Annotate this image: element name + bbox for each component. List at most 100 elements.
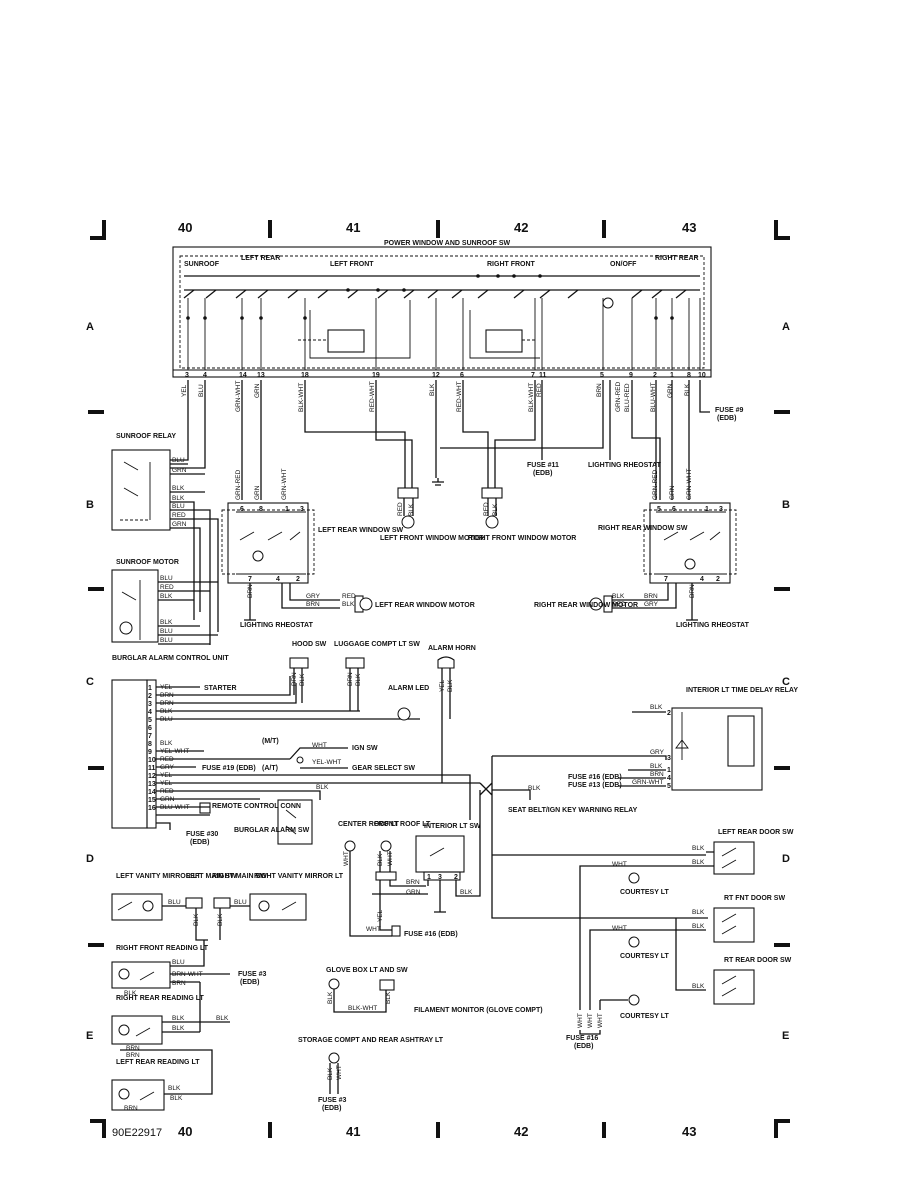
ba-pin-7: 7 bbox=[148, 733, 152, 740]
ba-pin-6: 6 bbox=[148, 725, 152, 732]
idr-pin-1: 1 bbox=[667, 767, 671, 774]
ba-pin-15: 15 bbox=[148, 797, 156, 804]
lr-rheostat: LIGHTING RHEOSTAT bbox=[240, 622, 314, 629]
ba-pin-1: 1 bbox=[148, 685, 152, 692]
lfm-title: LEFT FRONT WINDOW MOTOR bbox=[380, 535, 484, 542]
lrws-pin-4: 4 bbox=[276, 576, 280, 583]
rl-w6: BLK bbox=[172, 1025, 185, 1032]
st-title: STORAGE COMPT AND REAR ASHTRAY LT bbox=[298, 1037, 444, 1044]
lr-wire-brn2: BRN bbox=[306, 601, 320, 608]
pw-wire-grn-red: GRN-RED bbox=[615, 381, 622, 412]
f16-w2: WHT bbox=[587, 1013, 594, 1028]
sunroof-motor: SUNROOF MOTOR BLU RED BLK BLK BLU BLU bbox=[111, 559, 218, 645]
pw-pin-11: 11 bbox=[539, 372, 547, 379]
sunroof-relay-title: SUNROOF RELAY bbox=[116, 433, 176, 440]
lrws-wire-grn: GRN bbox=[254, 485, 261, 500]
left-rear-door-sw: LEFT REAR DOOR SW BLK BLK WHT COURTESY L… bbox=[579, 829, 794, 1010]
rl-w5: BLK bbox=[172, 1015, 185, 1022]
rr-wire-brn: BRN bbox=[644, 593, 658, 600]
row-c-right: C bbox=[782, 676, 790, 688]
rrws-pin-6: 6 bbox=[672, 506, 676, 513]
lr-wire-red: RED bbox=[342, 593, 356, 600]
pw-wire-blk-r: BLK bbox=[684, 383, 691, 396]
f16-edb: (EDB) bbox=[574, 1043, 593, 1050]
sr-relay-w6: RED bbox=[172, 512, 186, 519]
interior-lt-sw: INTERIOR LT SW 1 3 2 BRN GRN BLK YEL WHT bbox=[366, 790, 481, 933]
idr-w-brn: BRN bbox=[650, 771, 664, 778]
rfm-title: RIGHT FRONT WINDOW MOTOR bbox=[468, 535, 576, 542]
burglar-alarm-unit: BURGLAR ALARM CONTROL UNIT bbox=[111, 655, 229, 829]
lr-wire-blk: BLK bbox=[342, 601, 355, 608]
section-on-off: ON/OFF bbox=[610, 261, 637, 268]
fuse11-label: FUSE #11 bbox=[527, 462, 559, 469]
ilts-w-wht: WHT bbox=[366, 926, 381, 933]
rrd-lamp: COURTESY LT bbox=[620, 1013, 669, 1020]
ba-pin-16: 16 bbox=[148, 805, 156, 812]
ilts-pin-1: 1 bbox=[427, 874, 431, 881]
lr-motor-wires: BRN GRY BRN RED BLK LEFT REAR WINDOW MOT… bbox=[240, 584, 475, 629]
rt-fnt-door-sw: RT FNT DOOR SW BLK BLK WHT COURTESY LT bbox=[589, 895, 785, 1010]
sunroof-relay: SUNROOF RELAY BLU GRN BLK BLK BLU RED GR… bbox=[111, 433, 219, 645]
rr-wire-brn2: BRN bbox=[689, 584, 696, 598]
ilts-pin-2: 2 bbox=[454, 874, 458, 881]
burglar-title: BURGLAR ALARM CONTROL UNIT bbox=[112, 655, 229, 662]
rrws-wire-grn-wht: GRN-WHT bbox=[686, 469, 693, 500]
sr-relay-w1: BLU bbox=[172, 457, 185, 464]
ba-pin-14: 14 bbox=[148, 789, 156, 796]
idr-pin-3: 3 bbox=[667, 755, 671, 762]
f16-w1: WHT bbox=[577, 1013, 584, 1028]
rms-title: RIGHT MAIN SW bbox=[212, 873, 267, 880]
pw-wire-blu-red: BLU-RED bbox=[624, 383, 631, 412]
idr-w-blk: BLK bbox=[650, 704, 663, 711]
hood-w2: BLK bbox=[299, 673, 306, 686]
rl-w3: BRN bbox=[172, 980, 186, 987]
hood-title: HOOD SW bbox=[292, 641, 327, 648]
pw-pin-7: 7 bbox=[531, 372, 535, 379]
ba-pin-5: 5 bbox=[148, 717, 152, 724]
ba-gear: GEAR SELECT SW bbox=[352, 765, 415, 772]
rrws-pin-1: 1 bbox=[705, 506, 709, 513]
pw-wire-grn-wht: GRN-WHT bbox=[235, 381, 242, 412]
sbr-title: SEAT BELT/IGN KEY WARNING RELAY bbox=[508, 807, 638, 814]
front-roof-lt: FRONT ROOF LT BLK WHT FUSE #16 (EDB) bbox=[374, 821, 458, 938]
lvm-title: LEFT VANITY MIRROR LT bbox=[116, 873, 201, 880]
rr-window-motor-title: RIGHT REAR WINDOW MOTOR bbox=[534, 602, 638, 609]
idr-w-blk2: BLK bbox=[650, 763, 663, 770]
col-41-top: 41 bbox=[346, 220, 360, 235]
lr-window-motor-title: LEFT REAR WINDOW MOTOR bbox=[375, 602, 475, 609]
gb-title: GLOVE BOX LT AND SW bbox=[326, 967, 408, 974]
sr-motor-w6: BLU bbox=[160, 637, 173, 644]
lrws-wire-grn-wht: GRN-WHT bbox=[281, 469, 288, 500]
pw-wire-labels: YEL BLU GRN-WHT GRN BLK-WHT RED-WHT BLK … bbox=[181, 381, 691, 412]
hood-w1: BRN bbox=[291, 672, 298, 686]
rrws-pin-7: 7 bbox=[664, 576, 668, 583]
ba-alarm-sw: BURGLAR ALARM SW bbox=[234, 827, 310, 834]
pw-wire-blk-wht: BLK-WHT bbox=[298, 383, 305, 412]
left-front-window-motor: RED BLK LEFT FRONT WINDOW MOTOR bbox=[380, 487, 484, 542]
power-window-sw: POWER WINDOW AND SUNROOF SW SUNROOF LEFT… bbox=[172, 240, 712, 378]
pw-wire-yel: YEL bbox=[181, 384, 188, 397]
idr-w-grn-wht: GRN-WHT bbox=[632, 779, 663, 786]
ba-pin-10: 10 bbox=[148, 757, 156, 764]
ilts-w-yel: YEL bbox=[377, 909, 384, 922]
lrd-lamp: COURTESY LT bbox=[620, 889, 669, 896]
section-left-front: LEFT FRONT bbox=[330, 261, 374, 268]
storage-lt: STORAGE COMPT AND REAR ASHTRAY LT BLK WH… bbox=[298, 1037, 444, 1112]
sr-motor-w3: BLK bbox=[160, 593, 173, 600]
sr-relay-w3: BLK bbox=[172, 485, 185, 492]
idr-w-gry: GRY bbox=[650, 749, 665, 756]
sunroof-motor-title: SUNROOF MOTOR bbox=[116, 559, 179, 566]
row-e-left: E bbox=[86, 1030, 93, 1042]
rl-fuse3-edb: (EDB) bbox=[240, 979, 259, 986]
right-front-window-motor: RED BLK RIGHT FRONT WINDOW MOTOR bbox=[468, 487, 576, 542]
rr-wire-blk: BLK bbox=[612, 593, 625, 600]
rl-w10: BLK bbox=[168, 1085, 181, 1092]
rr-wire-red: RED bbox=[612, 601, 626, 608]
frl-w2: WHT bbox=[387, 851, 394, 866]
st-fuse3: FUSE #3 bbox=[318, 1097, 347, 1104]
row-b-right: B bbox=[782, 499, 790, 511]
rr-wire-gry: GRY bbox=[644, 601, 659, 608]
pw-wire-red-wht-l: RED-WHT bbox=[369, 381, 376, 412]
ba-wire-8: BLK bbox=[160, 740, 173, 747]
